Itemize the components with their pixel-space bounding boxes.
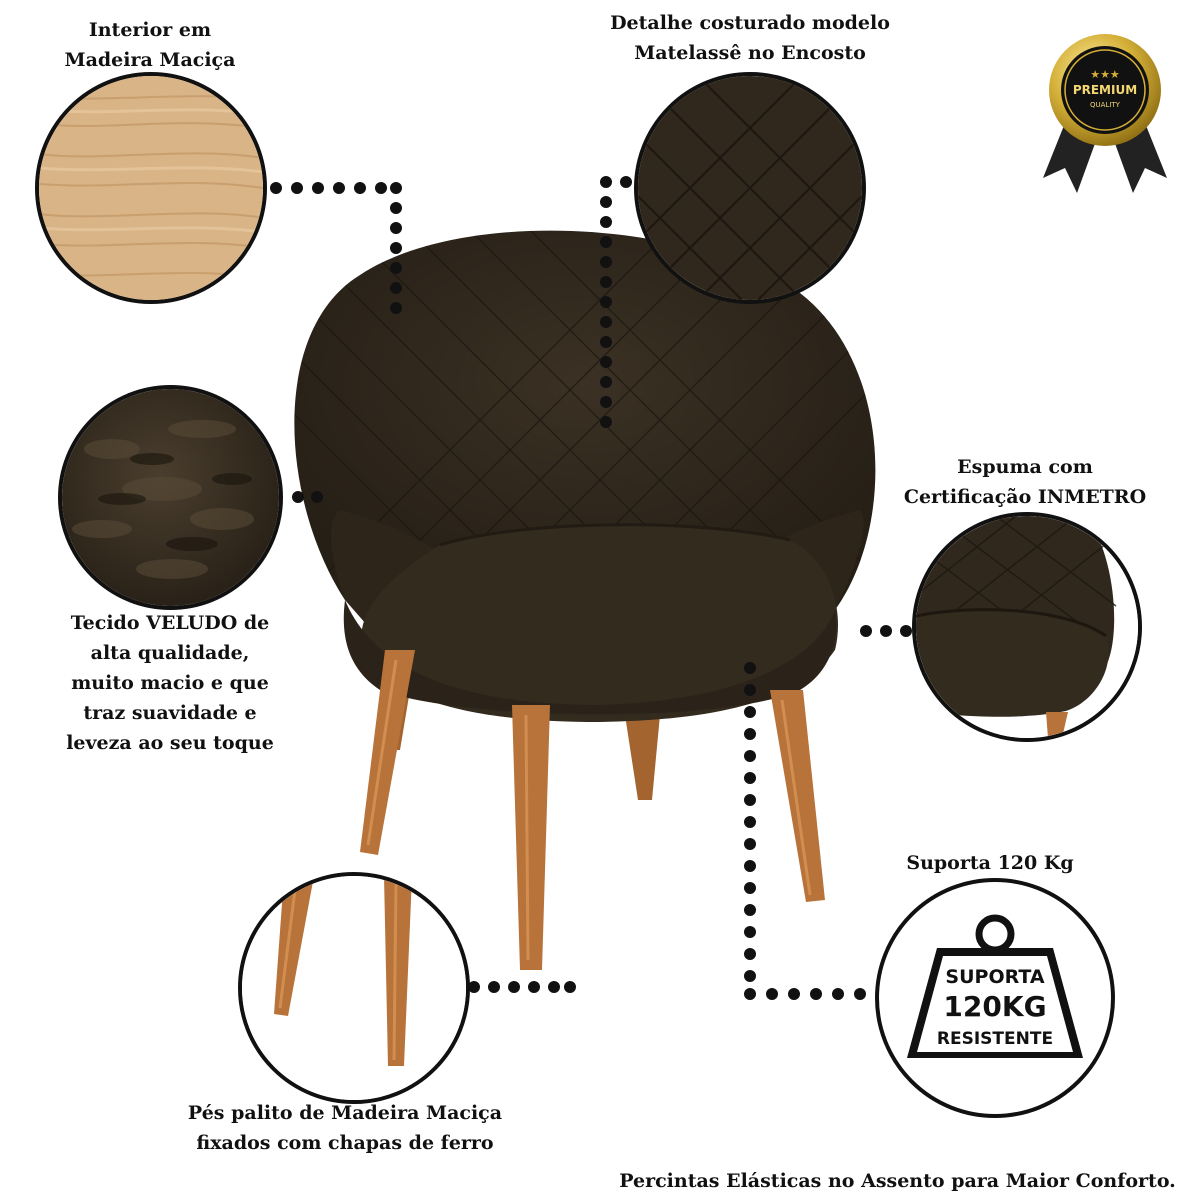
connector-quilted <box>600 176 632 428</box>
legs-circle <box>238 872 470 1104</box>
front-leg-right <box>770 690 825 902</box>
connector-wood <box>270 182 402 314</box>
badge-quality-text: QUALITY <box>1090 101 1121 109</box>
quilted-fabric-image <box>638 76 862 300</box>
connector-weight <box>744 662 866 1000</box>
front-leg-left <box>512 705 550 970</box>
weight-capacity-circle: SUPORTA 120KG RESISTENTE <box>875 878 1115 1118</box>
foam-chair-detail-image <box>916 516 1138 738</box>
weight-icon-line3: RESISTENTE <box>937 1029 1053 1049</box>
caption-supports: Suporta 120 Kg <box>906 852 1074 874</box>
badge-stars: ★★★ <box>1090 68 1120 81</box>
weight-icon: SUPORTA 120KG RESISTENTE <box>907 914 1083 1058</box>
chair-back <box>294 230 876 610</box>
wood-grain-image <box>39 76 263 300</box>
caption-quilted-detail: Detalhe costurado modelo Matelassê no En… <box>610 12 890 64</box>
caption-foam: Espuma com Certificação INMETRO <box>903 456 1147 508</box>
connector-legs <box>468 981 576 993</box>
premium-quality-badge: ★★★ PREMIUM QUALITY <box>1043 34 1167 193</box>
caption-velvet-fabric: Tecido VELUDO de alta qualidade, muito m… <box>66 612 274 754</box>
caption-webbing: Percintas Elásticas no Assento para Maio… <box>619 1170 1176 1192</box>
wood-texture-circle <box>35 72 267 304</box>
back-leg-right <box>625 715 660 800</box>
caption-wood-interior: Interior em Madeira Maciça <box>64 19 236 71</box>
connector-foam <box>860 625 912 637</box>
weight-icon-line1: SUPORTA <box>945 966 1044 988</box>
velvet-fabric-circle <box>58 385 283 610</box>
chair-arm-left <box>330 510 445 640</box>
velvet-texture-image <box>62 389 279 606</box>
quilted-detail-circle <box>634 72 866 304</box>
weight-icon-line2: 120KG <box>943 990 1046 1023</box>
badge-premium-text: PREMIUM <box>1073 83 1137 97</box>
chair-seat <box>361 524 838 722</box>
connector-fabric <box>292 491 323 503</box>
foam-circle <box>912 512 1142 742</box>
caption-legs: Pés palito de Madeira Maciça fixados com… <box>187 1102 503 1154</box>
quilting-pattern <box>294 230 876 610</box>
wood-legs-image <box>242 876 466 1100</box>
